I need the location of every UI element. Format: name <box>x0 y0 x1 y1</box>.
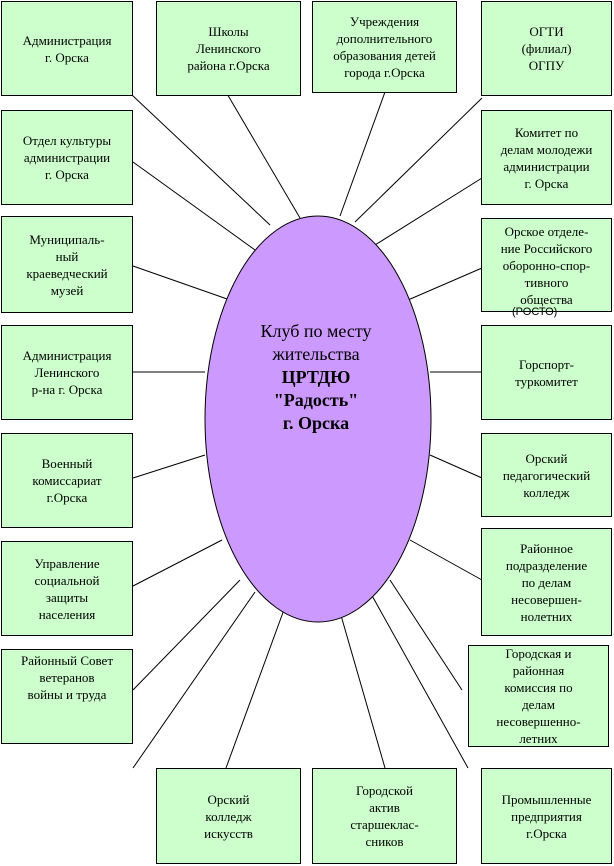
connector-line <box>429 454 483 479</box>
box-administration-orsk: Администрация г. Орска <box>1 1 133 96</box>
box-arts-college: Орский колледж искусств <box>156 768 301 864</box>
box-military-commissariat: Военный комиссариат г.Орска <box>1 433 133 528</box>
connector-line <box>225 606 286 769</box>
center-line-3: ЦРТДЮ <box>281 367 351 387</box>
box-veterans-council: Районный Совет ветеранов войны и труда <box>1 649 133 744</box>
connector-line <box>132 539 223 587</box>
connector-line <box>374 177 483 246</box>
box-juvenile-commission: Городская и районная комиссия по делам н… <box>468 645 609 747</box>
box-schools-leninsky: Школы Ленинского района г.Орска <box>156 1 301 96</box>
central-ellipse <box>204 215 432 623</box>
connector-line <box>354 97 483 223</box>
box-pedagogical-college: Орский педагогический колледж <box>481 433 612 517</box>
connector-line <box>131 94 271 226</box>
connector-line <box>225 91 301 219</box>
box-leninsky-administration: Администрация Ленинского р-на г. Орска <box>1 325 133 420</box>
connector-line <box>409 539 483 581</box>
box-additional-education: Учреждения дополнительного образования д… <box>312 1 457 93</box>
central-label: Клуб по месту жительства ЦРТДЮ "Радость"… <box>256 320 376 435</box>
center-line-1: Клуб по месту <box>260 321 372 341</box>
box-rosto: Орское отделе- ние Российского оборонно-… <box>481 218 612 312</box>
connector-line <box>407 267 483 301</box>
connector-line <box>339 91 386 217</box>
center-line-2: жительства <box>272 344 360 364</box>
box-local-history-museum: Муниципаль- ный краеведческий музей <box>1 216 133 313</box>
connector-line <box>132 591 256 769</box>
box-senior-students-activists: Городской актив старшеклас- сников <box>312 768 457 864</box>
box-juvenile-affairs-unit: Районное подразделение по делам несоверш… <box>481 528 612 636</box>
connector-line <box>389 579 463 691</box>
box-industrial-enterprises: Промышленные предприятия г.Орска <box>481 768 612 864</box>
connector-line <box>339 611 386 769</box>
box-gorsport: Горспорт- туркомитет <box>481 325 612 420</box>
center-line-4: "Радость" <box>273 390 359 410</box>
connector-line <box>132 161 256 251</box>
center-line-5: г. Орска <box>282 413 350 433</box>
box-youth-committee: Комитет по делам молодежи администрации … <box>481 110 612 205</box>
connector-line <box>132 265 231 301</box>
box-ogti-ogpu: ОГТИ (филиал) ОГПУ <box>481 1 612 96</box>
connector-line <box>369 591 469 769</box>
rosto-note: (РОСТО) <box>512 306 558 318</box>
box-social-protection: Управление социальной защиты населения <box>1 541 133 636</box>
connector-line <box>132 579 241 691</box>
connector-line <box>132 454 206 479</box>
box-culture-department: Отдел культуры администрации г. Орска <box>1 110 133 205</box>
